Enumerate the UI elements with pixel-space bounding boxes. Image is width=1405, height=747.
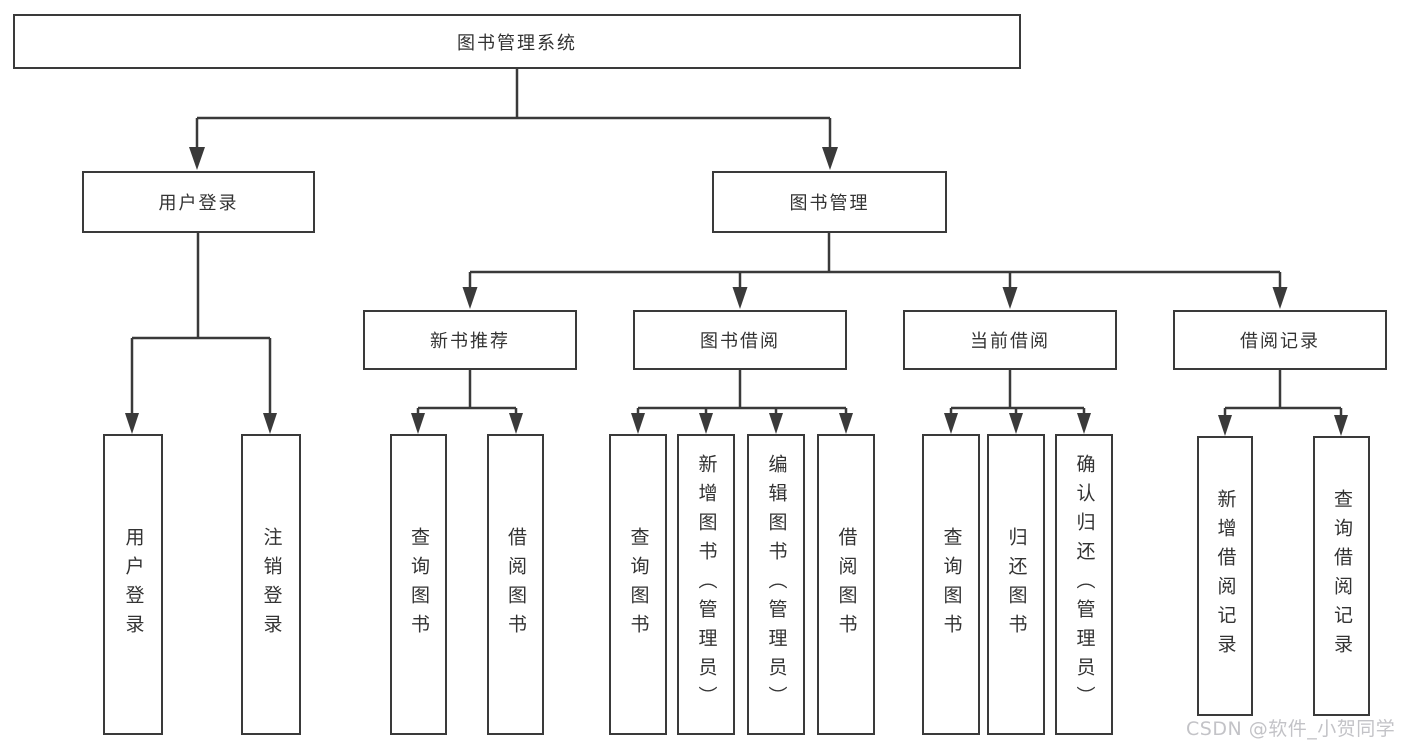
node-leaf-logout: 注销登录 xyxy=(241,434,301,735)
arrowhead xyxy=(631,413,645,434)
edge-book-mgmt xyxy=(468,233,1282,289)
arrowhead xyxy=(732,287,748,309)
node-leaf-bb-add-books-admin-label: 新增图书（管理员） xyxy=(695,454,718,715)
arrowhead xyxy=(769,413,783,434)
node-leaf-cb-confirm-return-admin: 确认归还（管理员） xyxy=(1055,434,1113,735)
node-borrow-records-label: 借阅记录 xyxy=(1240,331,1320,352)
node-leaf-logout-label: 注销登录 xyxy=(260,526,283,643)
arrowhead xyxy=(509,413,523,434)
arrowhead xyxy=(462,287,478,309)
edge-book-borrow xyxy=(636,370,848,415)
edge-borrow-records xyxy=(1223,370,1343,417)
node-book-borrow: 图书借阅 xyxy=(633,310,847,370)
arrowhead xyxy=(1218,415,1232,436)
arrowhead xyxy=(1272,287,1288,309)
node-book-mgmt-label: 图书管理 xyxy=(789,193,870,214)
node-leaf-cb-query-books: 查询图书 xyxy=(922,434,980,735)
node-leaf-bb-add-books-admin: 新增图书（管理员） xyxy=(677,434,735,735)
arrowhead xyxy=(263,413,277,434)
arrowhead xyxy=(944,413,958,434)
node-leaf-bb-query-books: 查询图书 xyxy=(609,434,667,735)
edge-root xyxy=(195,68,832,150)
node-leaf-nbr-query-books: 查询图书 xyxy=(390,434,447,735)
node-leaf-bb-borrow-books-label: 借阅图书 xyxy=(835,526,858,643)
node-root: 图书管理系统 xyxy=(13,14,1021,69)
node-leaf-br-add-record: 新增借阅记录 xyxy=(1197,436,1253,716)
node-root-label: 图书管理系统 xyxy=(457,32,577,54)
node-leaf-nbr-query-books-label: 查询图书 xyxy=(408,526,430,643)
node-leaf-cb-confirm-return-admin-label: 确认归还（管理员） xyxy=(1073,454,1096,715)
node-user-login: 用户登录 xyxy=(82,171,315,233)
node-leaf-br-query-record-label: 查询借阅记录 xyxy=(1331,489,1353,663)
node-book-borrow-label: 图书借阅 xyxy=(700,331,780,352)
node-leaf-br-query-record: 查询借阅记录 xyxy=(1313,436,1370,716)
arrowhead xyxy=(822,147,838,170)
arrowhead xyxy=(1334,415,1348,436)
arrowhead xyxy=(1077,413,1091,434)
node-borrow-records: 借阅记录 xyxy=(1173,310,1387,370)
node-leaf-bb-borrow-books: 借阅图书 xyxy=(817,434,875,735)
node-leaf-bb-edit-books-admin-label: 编辑图书（管理员） xyxy=(765,454,788,715)
node-leaf-bb-query-books-label: 查询图书 xyxy=(627,526,650,643)
node-leaf-cb-return-books-label: 归还图书 xyxy=(1005,526,1028,643)
arrowhead xyxy=(411,413,425,434)
node-leaf-cb-query-books-label: 查询图书 xyxy=(940,526,963,643)
node-leaf-bb-edit-books-admin: 编辑图书（管理员） xyxy=(747,434,805,735)
arrowhead xyxy=(1009,413,1023,434)
edge-new-book-rec xyxy=(416,370,518,415)
node-leaf-cb-return-books: 归还图书 xyxy=(987,434,1045,735)
edge-current-borrow xyxy=(949,370,1086,415)
node-user-login-label: 用户登录 xyxy=(158,193,239,214)
node-new-book-rec-label: 新书推荐 xyxy=(430,331,510,352)
node-leaf-user-login: 用户登录 xyxy=(103,434,163,735)
node-leaf-nbr-borrow-books-label: 借阅图书 xyxy=(505,526,527,643)
node-leaf-user-login-label: 用户登录 xyxy=(122,526,145,643)
node-current-borrow: 当前借阅 xyxy=(903,310,1117,370)
arrowhead xyxy=(839,413,853,434)
csdn-watermark: CSDN @软件_小贺同学 xyxy=(1186,718,1396,740)
node-current-borrow-label: 当前借阅 xyxy=(970,331,1050,352)
arrowhead xyxy=(189,147,205,170)
node-leaf-nbr-borrow-books: 借阅图书 xyxy=(487,434,544,735)
edge-user-login xyxy=(130,233,272,415)
arrowhead xyxy=(1002,287,1018,309)
node-book-mgmt: 图书管理 xyxy=(712,171,947,233)
node-leaf-br-add-record-label: 新增借阅记录 xyxy=(1214,489,1237,663)
node-new-book-rec: 新书推荐 xyxy=(363,310,577,370)
arrowhead xyxy=(699,413,713,434)
arrowhead xyxy=(125,413,139,434)
